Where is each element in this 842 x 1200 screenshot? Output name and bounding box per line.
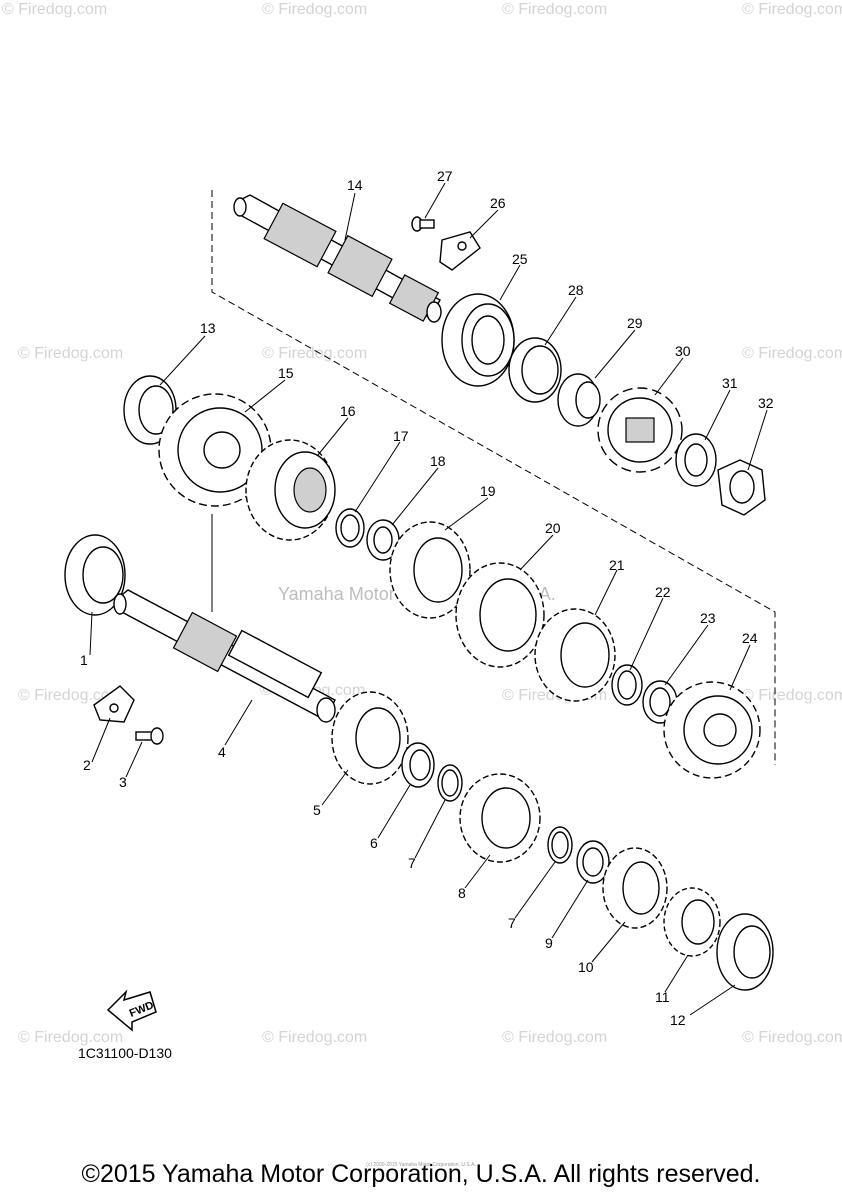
callout-7b: 7 xyxy=(508,915,516,931)
callout-7: 7 xyxy=(408,855,416,871)
bearing-12 xyxy=(716,913,774,991)
plate-26 xyxy=(439,231,481,271)
main-axle xyxy=(233,194,442,323)
watermark: © Firedog.com xyxy=(742,687,842,704)
callout-26: 26 xyxy=(490,195,506,211)
drive-axle xyxy=(113,589,336,723)
callout-11: 11 xyxy=(655,989,670,1005)
callout-13: 13 xyxy=(200,320,216,336)
gear-21 xyxy=(534,608,616,702)
watermark: © Firedog.com xyxy=(502,1029,607,1046)
callout-28: 28 xyxy=(568,282,584,298)
lock-washer-31 xyxy=(675,433,717,487)
washer-9 xyxy=(576,840,610,884)
callout-3: 3 xyxy=(119,774,127,790)
fwd-arrow-icon: FWD xyxy=(106,989,157,1032)
callout-19: 19 xyxy=(480,483,496,499)
watermark: © Firedog.com xyxy=(18,1029,123,1046)
gear-16 xyxy=(245,439,336,541)
callout-14: 14 xyxy=(347,177,363,193)
callout-17: 17 xyxy=(393,428,409,444)
watermark: © Firedog.com xyxy=(262,1029,367,1046)
collar-29 xyxy=(557,373,601,427)
callout-8: 8 xyxy=(458,885,466,901)
callout-23: 23 xyxy=(700,610,716,626)
watermark: © Firedog.com xyxy=(18,687,123,704)
gear-8 xyxy=(459,773,541,863)
fineprint: (c) 2000-2015 Yamaha Motor Corporation, … xyxy=(366,1162,476,1168)
gear-15 xyxy=(158,393,272,507)
collar-6 xyxy=(401,742,435,788)
callout-25: 25 xyxy=(512,251,528,267)
callout-32: 32 xyxy=(758,395,774,411)
watermark: © Firedog.com xyxy=(2,1,107,18)
callout-16: 16 xyxy=(340,403,356,419)
callout-21: 21 xyxy=(609,557,625,573)
callout-1: 1 xyxy=(80,652,88,668)
nut-32 xyxy=(717,459,766,516)
callout-4: 4 xyxy=(218,744,226,760)
callout-24: 24 xyxy=(742,630,758,646)
leader-lines xyxy=(89,182,768,1016)
circlip-7b xyxy=(547,826,573,864)
watermark: © Firedog.com xyxy=(18,345,123,362)
plate-2 xyxy=(93,685,135,723)
watermark: © Firedog.com xyxy=(262,345,367,362)
copyright-notice: ©2015 Yamaha Motor Corporation, U.S.A. A… xyxy=(81,1160,761,1188)
callout-10: 10 xyxy=(578,959,594,975)
callout-30: 30 xyxy=(675,343,691,359)
assembly-boundary xyxy=(211,190,776,765)
watermark: © Firedog.com xyxy=(262,1,367,18)
gear-20 xyxy=(455,562,545,668)
callout-18: 18 xyxy=(430,453,446,469)
watermark: © Firedog.com xyxy=(502,1,607,18)
callout-15: 15 xyxy=(278,365,294,381)
callout-5: 5 xyxy=(313,802,321,818)
callout-20: 20 xyxy=(545,520,561,536)
watermark: © Firedog.com xyxy=(742,1,842,18)
bearing-25 xyxy=(441,293,515,387)
washer-18 xyxy=(366,519,400,561)
callout-9: 9 xyxy=(545,935,553,951)
bolt-27 xyxy=(411,216,435,232)
gear-11 xyxy=(663,887,721,957)
bolt-3 xyxy=(135,727,164,745)
circlip-17 xyxy=(335,508,365,548)
gear-19 xyxy=(389,521,471,619)
watermark: © Firedog.com xyxy=(742,345,842,362)
gear-10 xyxy=(602,847,668,929)
callout-2: 2 xyxy=(83,757,91,773)
gear-24 xyxy=(663,681,761,779)
bearing-13 xyxy=(123,375,177,445)
callout-12: 12 xyxy=(670,1012,686,1028)
watermark-layer: © Firedog.com © Firedog.com © Firedog.co… xyxy=(2,1,842,1046)
circlip-22 xyxy=(611,664,643,706)
sprocket-30 xyxy=(597,387,683,473)
gear-5 xyxy=(331,691,409,785)
watermark: © Firedog.com xyxy=(742,1029,842,1046)
oil-seal-28 xyxy=(508,337,562,403)
circlip-7 xyxy=(437,764,463,802)
callout-27: 27 xyxy=(437,168,453,184)
diagram-code: 1C31100-D130 xyxy=(78,1045,172,1061)
callout-31: 31 xyxy=(722,375,738,391)
callout-6: 6 xyxy=(370,835,378,851)
callouts: 1 2 3 4 5 6 7 7 8 9 10 11 12 13 14 15 16… xyxy=(80,168,774,1028)
callout-22: 22 xyxy=(655,584,671,600)
bearing-1 xyxy=(64,534,126,616)
callout-29: 29 xyxy=(627,315,643,331)
